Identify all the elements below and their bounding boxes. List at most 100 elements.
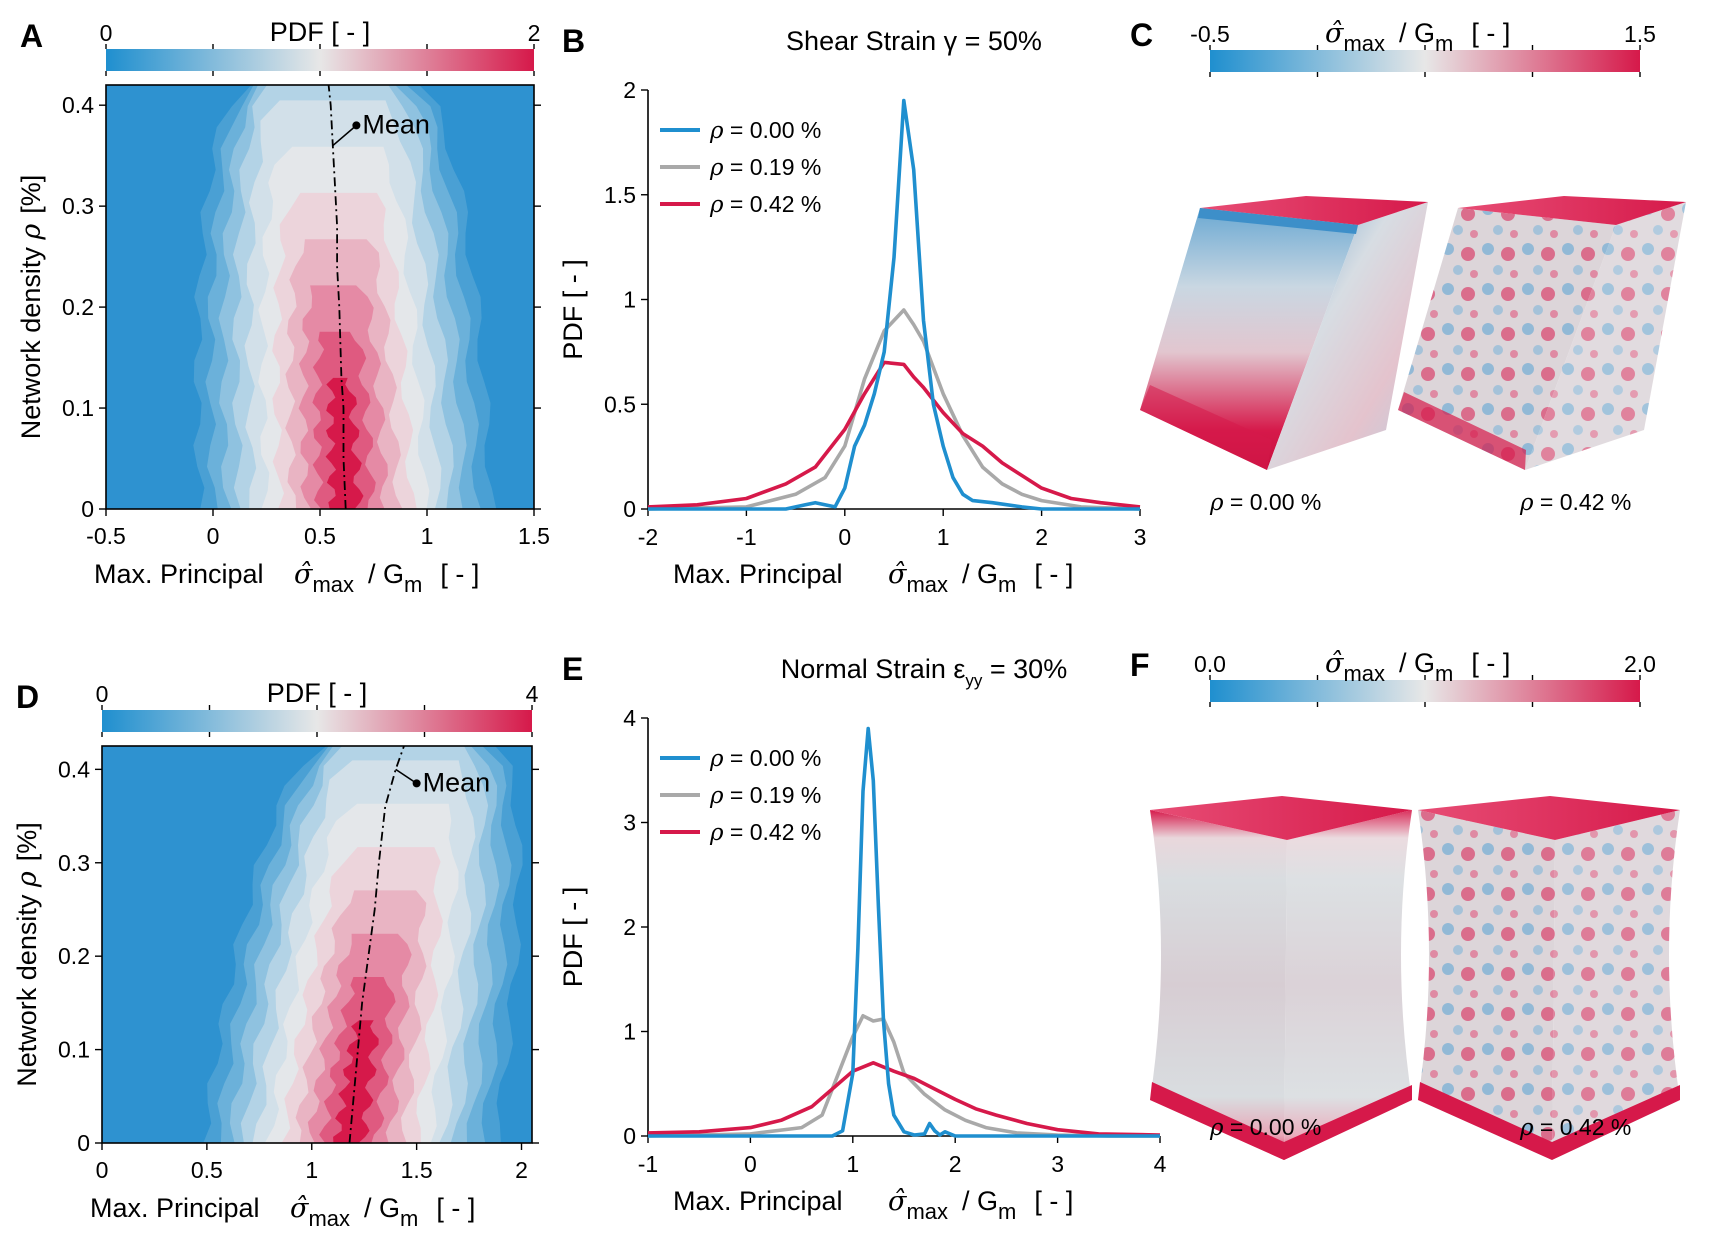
colorbar-gradient bbox=[102, 710, 532, 732]
over-g: / G bbox=[962, 1186, 998, 1216]
y-tick-label: 0 bbox=[623, 1123, 636, 1149]
cube-label: ρ = 0.42 % bbox=[1519, 489, 1631, 516]
sigma-symbol: σ̂ bbox=[1325, 648, 1345, 679]
y-tick-label: 1 bbox=[623, 287, 636, 313]
cube-label: ρ = 0.00 % bbox=[1209, 1114, 1321, 1141]
stress-unit: [ - ] bbox=[1471, 18, 1510, 48]
legend-entry: ρ = 0.42 % bbox=[709, 819, 821, 846]
legend-entry: ρ = 0.00 % bbox=[709, 745, 821, 772]
cube-face-side bbox=[1267, 202, 1428, 470]
cube-face-front bbox=[1398, 208, 1616, 470]
panel-letter: A bbox=[20, 18, 43, 54]
y-label-unit: [%] bbox=[12, 822, 42, 861]
stress-unit: [ - ] bbox=[1034, 559, 1073, 589]
x-tick-label: 0.5 bbox=[191, 1157, 223, 1183]
legend-rho: ρ bbox=[709, 783, 724, 809]
cube-label: ρ = 0.00 % bbox=[1209, 489, 1321, 516]
sigma-symbol: σ̂ bbox=[1325, 18, 1345, 49]
title-text: Normal Strain ε bbox=[781, 654, 966, 684]
sub-m: m bbox=[998, 572, 1016, 597]
cube-face-front bbox=[1150, 810, 1287, 1160]
legend-entry: ρ = 0.00 % bbox=[709, 117, 821, 144]
cube-bottom-edge bbox=[1418, 1082, 1680, 1160]
colorbar-min-label: 0 bbox=[96, 681, 109, 707]
x-tick-label: 0 bbox=[838, 524, 851, 550]
title-suffix: = 30% bbox=[982, 654, 1067, 684]
colorbar-max-label: 4 bbox=[526, 681, 539, 707]
x-axis-label: Max. Principal bbox=[94, 559, 264, 589]
x-tick-label: 4 bbox=[1154, 1151, 1167, 1177]
y-tick-label: 0.3 bbox=[58, 850, 90, 876]
x-tick-label: 2 bbox=[949, 1151, 962, 1177]
mean-curve bbox=[348, 745, 405, 1144]
mean-pointer bbox=[395, 768, 418, 785]
sigma-symbol: σ̂ bbox=[294, 559, 314, 590]
cube-label-rho: ρ bbox=[1519, 490, 1534, 516]
series-line bbox=[647, 360, 1141, 509]
cube-face-top bbox=[1458, 196, 1686, 225]
stress-unit: [ - ] bbox=[436, 1193, 475, 1223]
sub-max: max bbox=[1343, 31, 1385, 56]
panel-letter: C bbox=[1130, 17, 1153, 53]
cube-label-value: = 0.00 % bbox=[1224, 489, 1322, 515]
series-line bbox=[647, 1061, 1161, 1137]
y-tick-label: 2 bbox=[623, 914, 636, 940]
sub-m: m bbox=[404, 572, 422, 597]
mean-label: Mean bbox=[362, 109, 430, 139]
mean-dot bbox=[412, 779, 421, 788]
panel-letter: D bbox=[16, 679, 39, 715]
cube-face-front bbox=[1418, 810, 1555, 1160]
y-tick-label: 0 bbox=[77, 1130, 90, 1156]
y-tick-label: 1.5 bbox=[604, 182, 636, 208]
over-g: / G bbox=[962, 559, 998, 589]
x-tick-label: 0 bbox=[96, 1157, 109, 1183]
mean-label: Mean bbox=[423, 767, 491, 797]
stress-symbol-label: σ̂max/ Gm[ - ] bbox=[290, 1193, 475, 1231]
x-tick-label: 3 bbox=[1134, 524, 1147, 550]
y-axis-label: PDF [ - ] bbox=[558, 259, 588, 360]
x-axis-label: Max. Principal bbox=[90, 1193, 260, 1223]
mean-curve bbox=[327, 84, 347, 510]
y-tick-label: 0 bbox=[623, 496, 636, 522]
panel-letter: E bbox=[562, 651, 583, 687]
over-g: / G bbox=[1399, 18, 1435, 48]
x-axis-label: Max. Principal bbox=[673, 1186, 843, 1216]
y-tick-label: 2 bbox=[623, 77, 636, 103]
rho-symbol: ρ bbox=[16, 224, 47, 241]
stress-symbol-label: σ̂max/ Gm[ - ] bbox=[888, 559, 1073, 597]
cube-face-front bbox=[1140, 208, 1358, 470]
series-line bbox=[648, 98, 1140, 511]
x-tick-label: 0 bbox=[207, 523, 220, 549]
colorbar-gradient bbox=[1210, 50, 1640, 72]
legend-value: = 0.00 % bbox=[724, 745, 822, 771]
panel-title: Shear Strain γ = 50% bbox=[786, 26, 1042, 56]
colorbar-label: PDF [ - ] bbox=[270, 17, 371, 47]
y-axis-label: PDF [ - ] bbox=[558, 887, 588, 988]
legend-value: = 0.19 % bbox=[724, 782, 822, 808]
legend-rho: ρ bbox=[709, 746, 724, 772]
x-tick-label: 1 bbox=[846, 1151, 859, 1177]
stress-symbol-label: σ̂max/ Gm[ - ] bbox=[1325, 648, 1510, 686]
panel-letter: B bbox=[562, 23, 585, 59]
y-tick-label: 0.3 bbox=[62, 193, 94, 219]
y-label-text: Network density bbox=[16, 240, 46, 440]
stress-unit: [ - ] bbox=[1034, 1186, 1073, 1216]
colorbar-min-label: 0.0 bbox=[1194, 651, 1226, 677]
cube-face-top bbox=[1150, 796, 1412, 840]
y-axis-label: Network density ρ [%] bbox=[16, 175, 47, 439]
cube-label-rho: ρ bbox=[1209, 1115, 1224, 1141]
sub-max: max bbox=[308, 1206, 350, 1231]
x-tick-label: 1.5 bbox=[401, 1157, 433, 1183]
cube-face-top bbox=[1418, 796, 1680, 840]
legend-entry: ρ = 0.42 % bbox=[709, 191, 821, 218]
y-label-unit: [%] bbox=[16, 175, 46, 214]
contour-band bbox=[325, 377, 364, 509]
x-tick-label: 1 bbox=[937, 524, 950, 550]
x-tick-label: 2 bbox=[515, 1157, 528, 1183]
sigma-symbol: σ̂ bbox=[888, 1186, 908, 1217]
